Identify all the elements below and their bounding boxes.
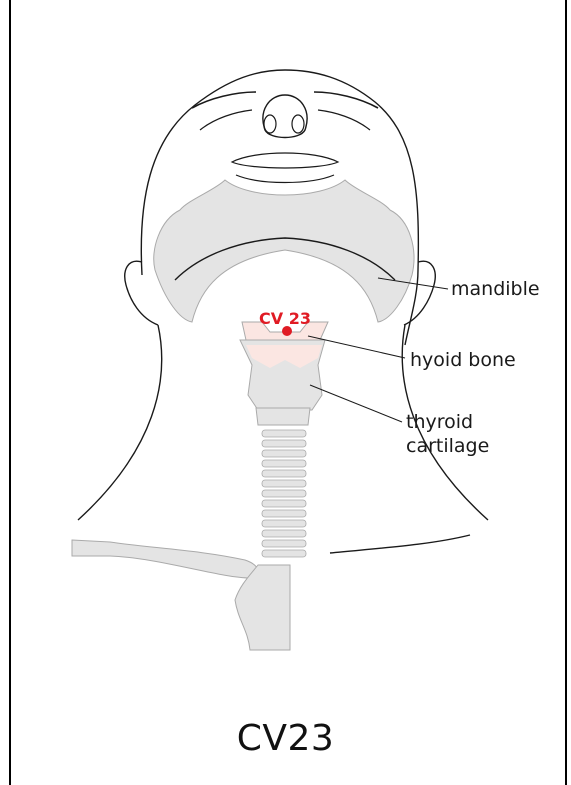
thyroid-label-line1: thyroid <box>406 411 473 433</box>
mandible-bone <box>154 180 414 322</box>
right-eye <box>318 110 370 130</box>
left-nostril <box>264 115 276 133</box>
left-eye <box>200 110 252 130</box>
right-nostril <box>292 115 304 133</box>
neck-left <box>78 325 162 520</box>
clavicle <box>72 540 258 578</box>
cv23-point-label: CV 23 <box>259 309 311 328</box>
shoulder-right <box>330 535 470 553</box>
trachea <box>262 430 306 557</box>
right-brow <box>314 92 378 108</box>
cricoid <box>256 408 310 425</box>
hyoid-label: hyoid bone <box>410 349 516 371</box>
figure-caption: CV23 <box>0 718 571 759</box>
thyroid-leader <box>310 385 402 422</box>
thyroid-label-line2: cartilage <box>406 435 489 457</box>
lips <box>232 153 338 183</box>
mandible-label: mandible <box>451 278 540 300</box>
